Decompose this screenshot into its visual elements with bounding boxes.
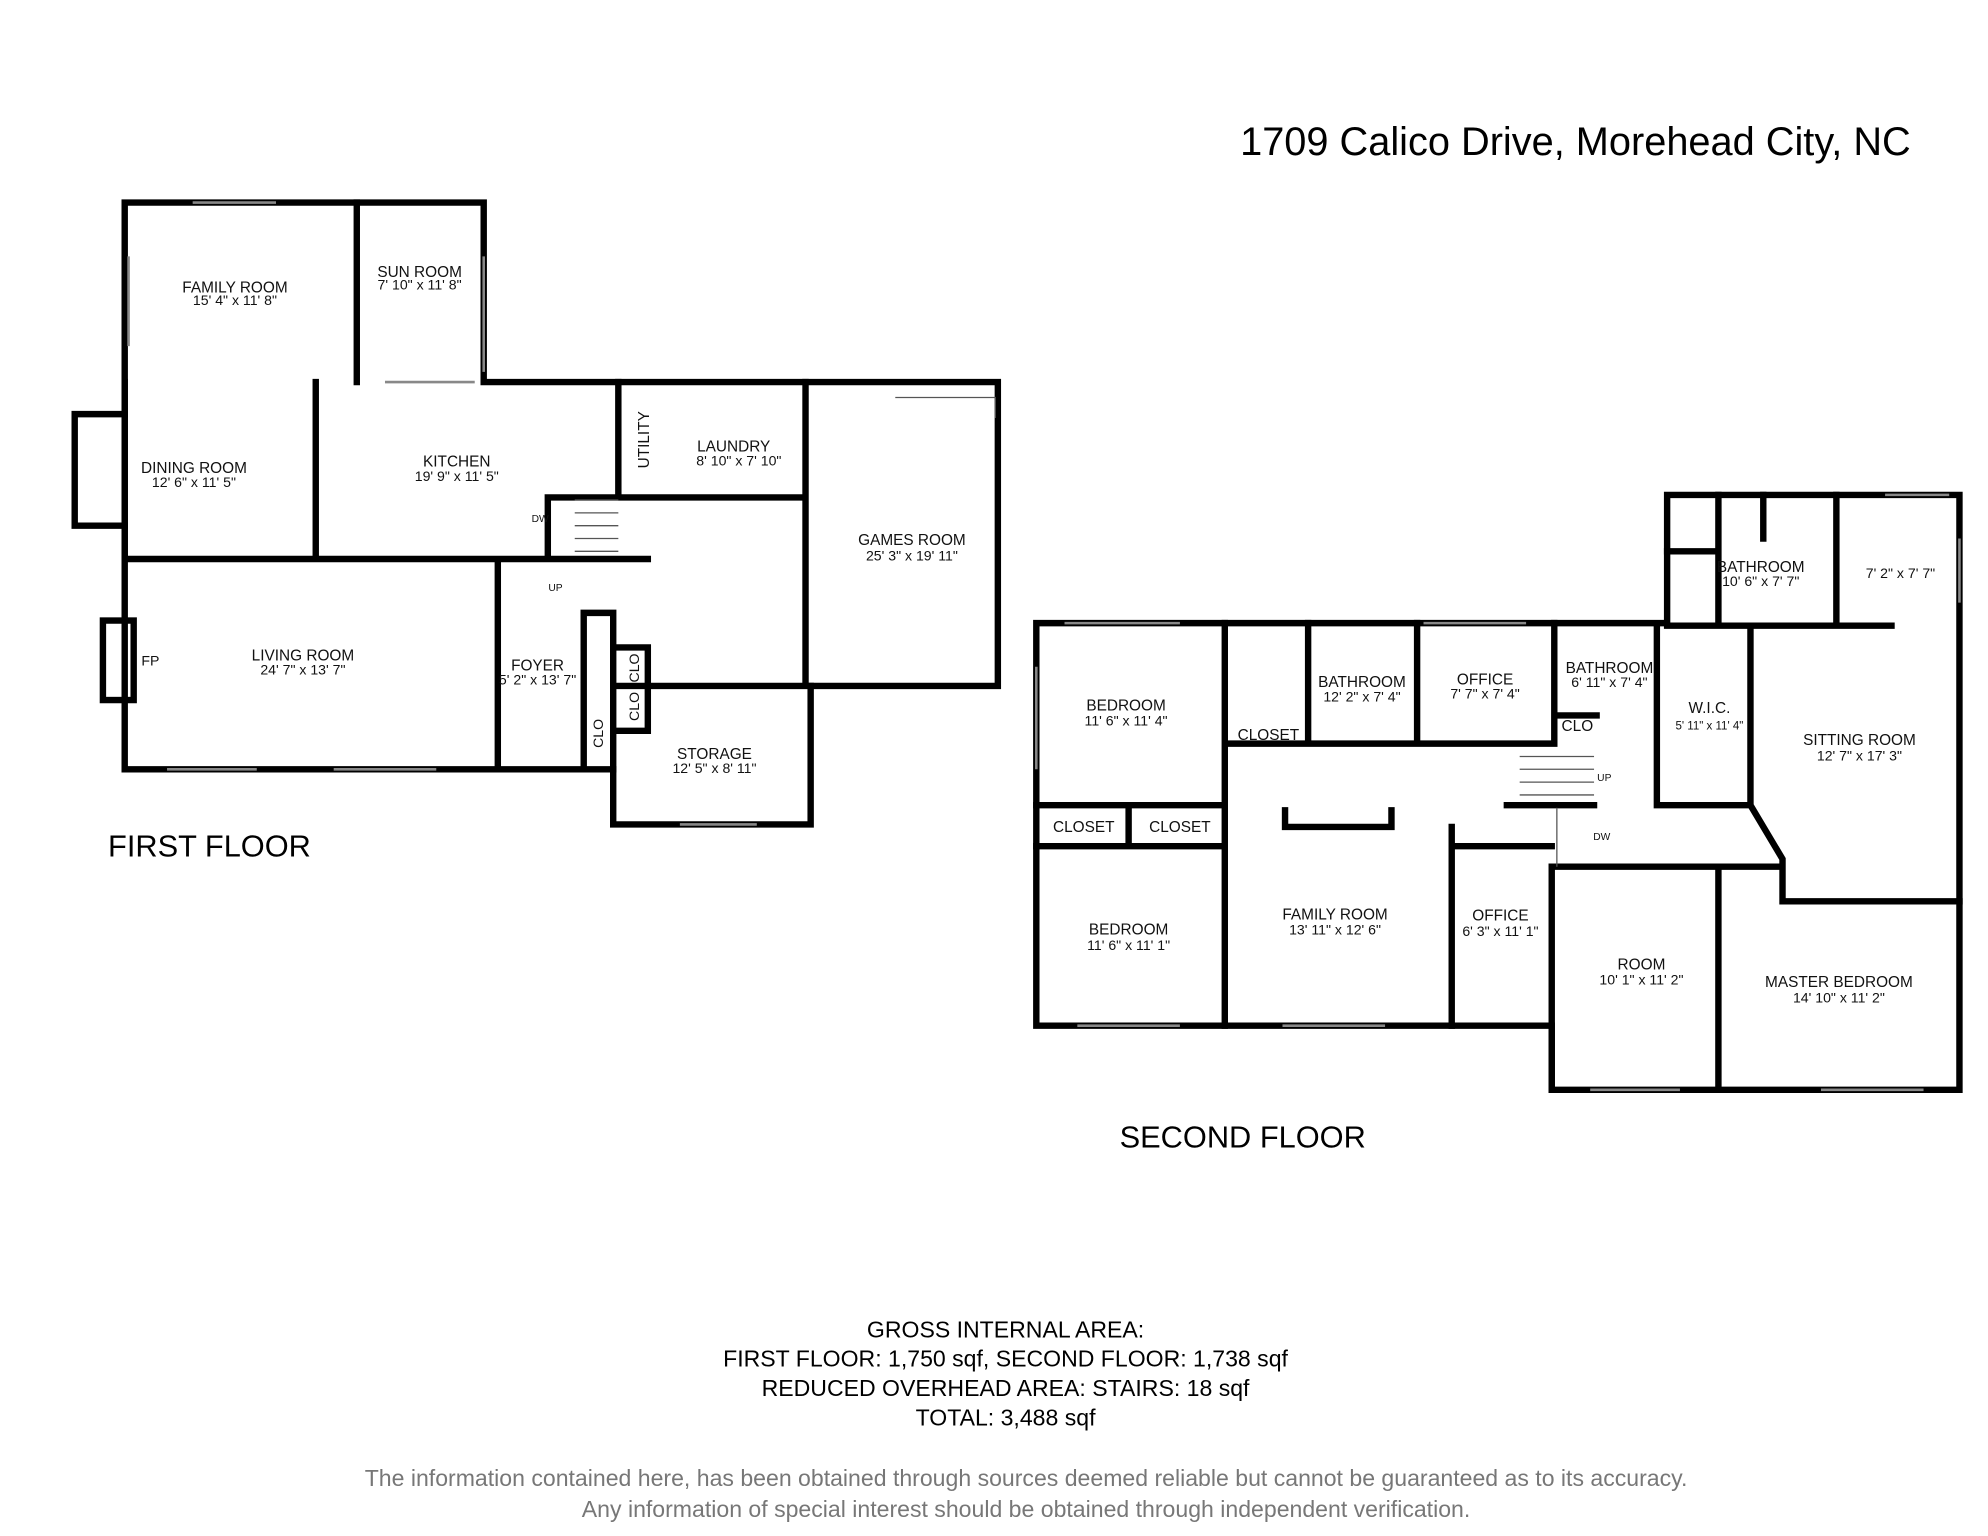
room-dims: 7' 10" x 11' 8" (378, 277, 462, 293)
svg-text:REDUCED OVERHEAD AREA: STAIRS:: REDUCED OVERHEAD AREA: STAIRS: 18 sqf (762, 1375, 1250, 1401)
room-name: MASTER BEDROOM (1765, 974, 1913, 991)
room-name: BATHROOM (1318, 674, 1406, 691)
room-dims: 19' 9" x 11' 5" (415, 468, 499, 484)
room-dims: 7' 2" x 7' 7" (1866, 565, 1935, 581)
first-floor-labels: FAMILY ROOM 15' 4" x 11' 8" SUN ROOM 7' … (108, 264, 966, 864)
room-name: BATHROOM (1717, 559, 1805, 576)
room-name: UTILITY (636, 411, 653, 468)
room-dims: 12' 7" x 17' 3" (1817, 747, 1902, 763)
second-floor-labels: BEDROOM 11' 6" x 11' 4" BATHROOM 12' 2" … (1053, 559, 1935, 1155)
room-name: ROOM (1618, 956, 1666, 973)
closet-label: CLO (626, 653, 642, 682)
svg-text:TOTAL: 3,488 sqf: TOTAL: 3,488 sqf (916, 1405, 1096, 1431)
svg-text:Any information of special int: Any information of special interest shou… (582, 1496, 1470, 1522)
room-name: STORAGE (677, 746, 752, 763)
room-dims: 5' 11" x 11' 4" (1676, 721, 1744, 733)
svg-text:FIRST FLOOR: 1,750 sqf, SECOND: FIRST FLOOR: 1,750 sqf, SECOND FLOOR: 1,… (723, 1346, 1288, 1372)
closet-label: CLOSET (1238, 727, 1300, 744)
room-dims: 12' 6" x 11' 5" (152, 474, 236, 490)
svg-text:The information contained here: The information contained here, has been… (365, 1465, 1688, 1491)
fireplace-label: FP (141, 652, 159, 668)
closet-label: CLO (1562, 718, 1594, 735)
area-summary: GROSS INTERNAL AREA: FIRST FLOOR: 1,750 … (723, 1316, 1288, 1430)
room-dims: 10' 1" x 11' 2" (1599, 972, 1683, 988)
room-name: FAMILY ROOM (1282, 906, 1387, 923)
second-floor-walls (1033, 491, 1963, 1094)
room-name: OFFICE (1472, 908, 1528, 925)
room-name: DINING ROOM (141, 460, 247, 477)
room-dims: 14' 10" x 11' 2" (1793, 990, 1885, 1006)
room-name: BATHROOM (1566, 660, 1654, 677)
room-dims: 12' 5" x 8' 11" (672, 760, 756, 776)
dishwasher-label: DW (532, 514, 549, 525)
property-address: 1709 Calico Drive, Morehead City, NC (1240, 120, 1911, 164)
room-name: LIVING ROOM (252, 647, 355, 664)
closet-label: CLO (626, 692, 642, 721)
room-name: KITCHEN (423, 454, 490, 471)
svg-text:GROSS INTERNAL AREA:: GROSS INTERNAL AREA: (867, 1316, 1144, 1342)
room-name: BEDROOM (1086, 697, 1165, 714)
room-dims: 8' 10" x 7' 10" (696, 452, 781, 468)
first-floor-walls (71, 199, 1002, 828)
closet-label: CLO (590, 719, 606, 748)
closet-label: CLOSET (1053, 819, 1115, 836)
room-name: W.I.C. (1689, 700, 1731, 717)
first-floor-label: FIRST FLOOR (108, 828, 311, 863)
room-dims: 24' 7" x 13' 7" (260, 661, 345, 677)
room-dims: 10' 6" x 7' 7" (1722, 573, 1799, 589)
room-name: SUN ROOM (377, 264, 462, 281)
room-name: OFFICE (1457, 672, 1513, 689)
room-dims: 15' 4" x 11' 8" (193, 292, 277, 308)
room-name: LAUNDRY (697, 438, 770, 455)
room-dims: 11' 6" x 11' 4" (1085, 713, 1168, 729)
disclaimer: The information contained here, has been… (365, 1465, 1688, 1522)
room-dims: 12' 2" x 7' 4" (1323, 688, 1400, 704)
closet-label: CLOSET (1149, 819, 1211, 836)
second-floor-label: SECOND FLOOR (1120, 1120, 1366, 1155)
room-name: BEDROOM (1089, 922, 1168, 939)
room-name: FOYER (511, 658, 564, 675)
room-dims: 5' 2" x 13' 7" (499, 672, 576, 688)
room-dims: 13' 11" x 12' 6" (1289, 922, 1381, 938)
stairs-up-label: UP (548, 583, 562, 594)
room-dims: 6' 3" x 11' 1" (1462, 923, 1538, 939)
stairs-up-label: UP (1597, 773, 1611, 784)
stairs-down-label: DW (1593, 832, 1610, 843)
room-dims: 25' 3" x 19' 11" (866, 547, 958, 563)
room-name: GAMES ROOM (858, 532, 966, 549)
room-dims: 6' 11" x 7' 4" (1571, 674, 1647, 690)
room-name: FAMILY ROOM (182, 279, 287, 296)
room-dims: 7' 7" x 7' 4" (1450, 686, 1519, 702)
room-name: SITTING ROOM (1803, 732, 1916, 749)
room-dims: 11' 6" x 11' 1" (1087, 937, 1170, 953)
